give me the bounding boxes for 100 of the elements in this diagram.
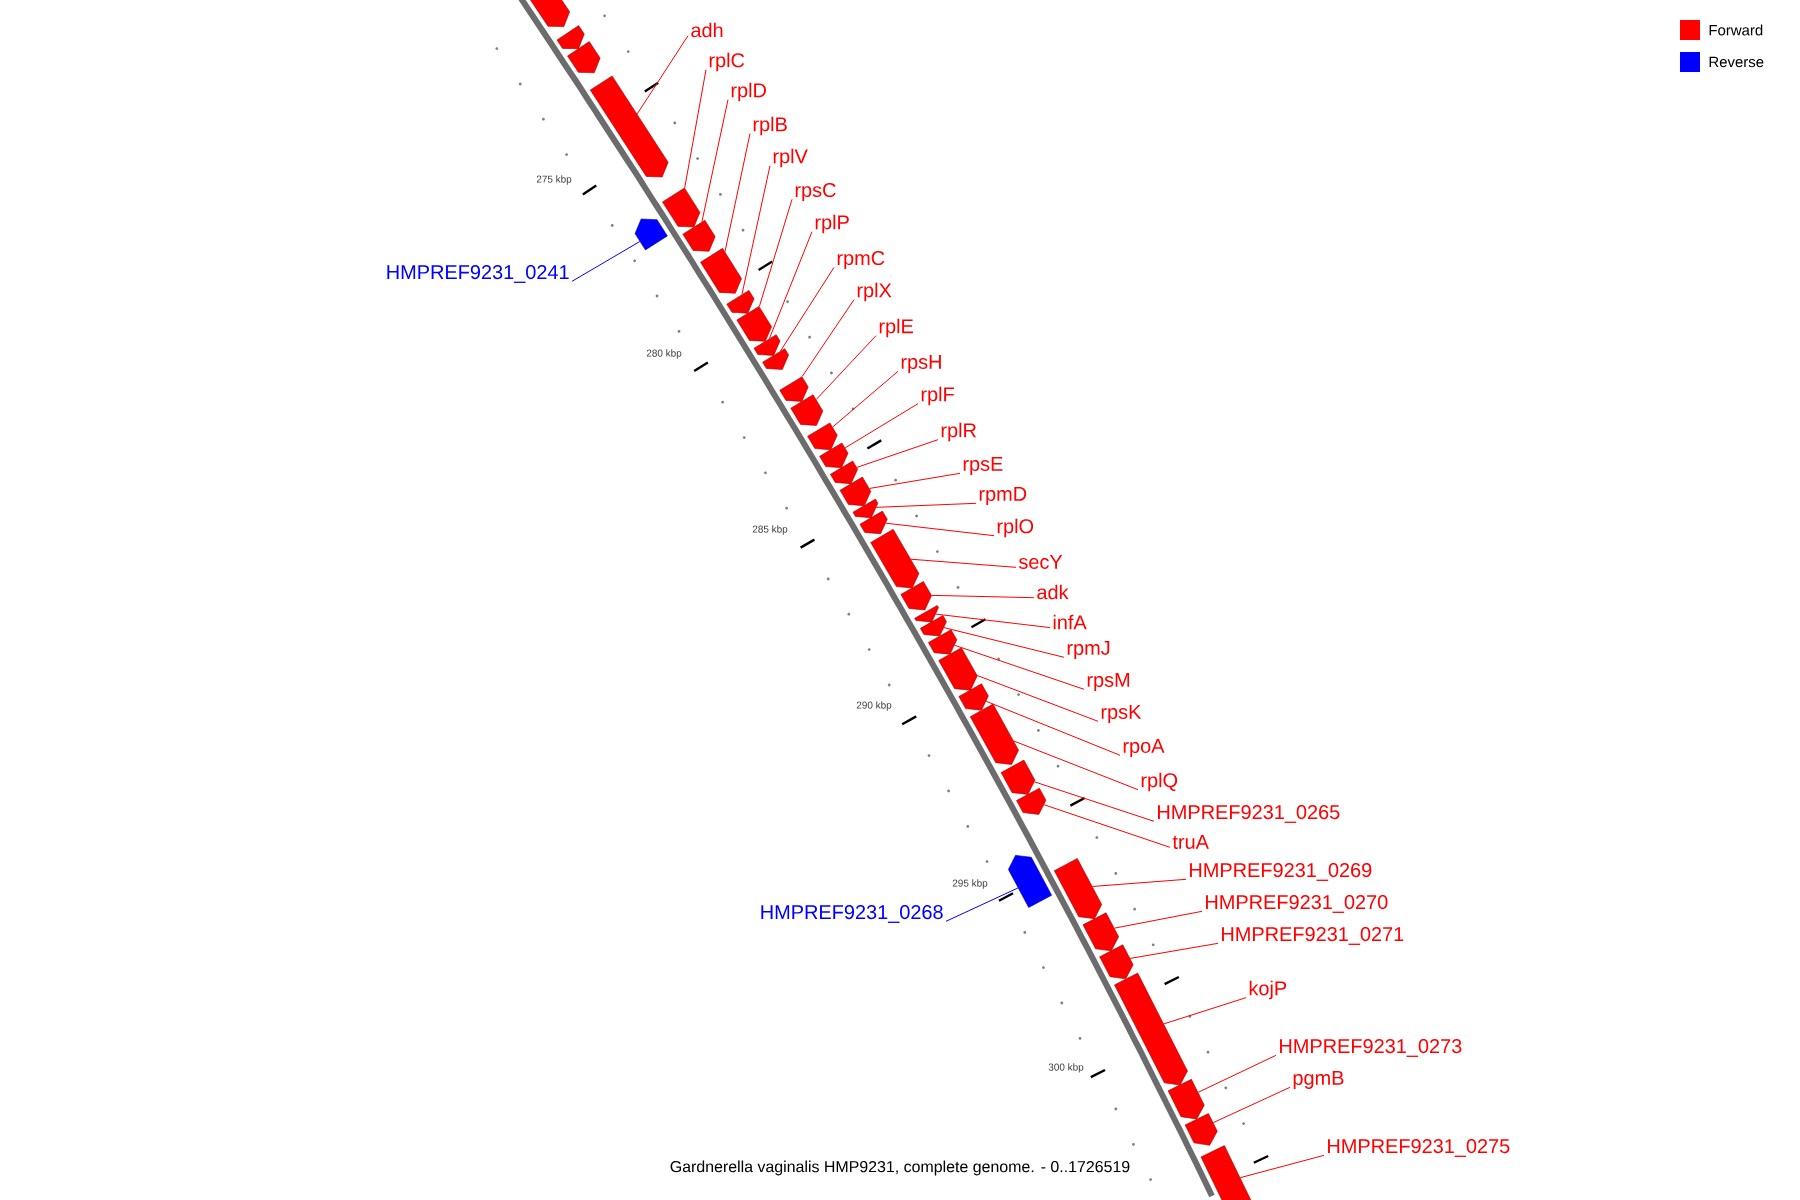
leader-line (844, 403, 919, 449)
gene-block (779, 376, 809, 402)
gene-block (1184, 1113, 1218, 1146)
gene-label: rpoA (1123, 739, 1165, 757)
gene-label: rplX (857, 282, 892, 302)
gene-block (790, 394, 824, 426)
gene-block (1082, 912, 1119, 952)
leader-line (1043, 804, 1171, 848)
leader-line (945, 887, 1019, 922)
gene-label: truA (1172, 835, 1209, 849)
gene-label: rpsK (1101, 705, 1142, 723)
leader-line (832, 370, 899, 428)
gene-block (726, 290, 755, 314)
leader-line (1033, 781, 1155, 822)
leader-line (985, 700, 1121, 756)
gene-label: kojP (1249, 980, 1287, 1000)
leader-line (1239, 1154, 1325, 1179)
gene-block (870, 529, 920, 589)
leader-line (1197, 1054, 1277, 1093)
gene-block (914, 605, 939, 623)
gene-label: HMPREF9231_0265 (1158, 805, 1340, 823)
leader-line (954, 644, 1085, 690)
gene-block (567, 41, 601, 74)
gene-block (1099, 944, 1134, 980)
gene-label: pgmB (1293, 1071, 1344, 1089)
gene-label: rpmJ (1067, 641, 1110, 659)
gene-label: adh (691, 22, 723, 38)
gene-block (700, 248, 742, 294)
gene-label: rplE (879, 318, 913, 338)
leader-line (724, 133, 751, 253)
leader-line (1092, 878, 1187, 887)
leader-line (1163, 997, 1247, 1025)
leader-line (885, 522, 995, 537)
gene-label: rplB (753, 116, 787, 136)
leader-line (931, 594, 1035, 599)
gene-label: rplV (773, 148, 808, 168)
gene-label: rpmD (979, 487, 1027, 505)
gene-label: rplD (731, 82, 766, 102)
gene-label: HMPREF9231_0270 (1206, 895, 1388, 913)
leader-line (875, 502, 977, 508)
gene-label: HMPREF9231_0268 (761, 905, 943, 923)
leader-line (815, 335, 877, 400)
leader-line (943, 627, 1065, 658)
leader-line (1113, 910, 1203, 929)
leader-line (1212, 1086, 1291, 1124)
leader-line (758, 198, 793, 307)
gene-label: rpsM (1087, 673, 1130, 691)
gene-label: HMPREF9231_0271 (1222, 927, 1404, 945)
gene-block (634, 218, 668, 251)
leader-line (1129, 942, 1219, 959)
gene-label: HMPREF9231_0275 (1328, 1139, 1510, 1157)
gene-block (1114, 972, 1188, 1086)
gene-label: rpsE (963, 457, 1003, 475)
gene-label: rplF (921, 386, 954, 406)
leader-line (801, 299, 855, 377)
gene-label: rplP (815, 214, 849, 234)
gene-block (807, 422, 838, 451)
gene-block (819, 442, 849, 468)
gene-label: rplO (997, 518, 1034, 538)
gene-label: rplC (709, 52, 745, 72)
gene-block (753, 334, 781, 356)
gene-label: secY (1018, 555, 1063, 569)
leader-line (856, 439, 939, 468)
gene-label: rplR (941, 422, 976, 442)
gene-label: HMPREF9231_0241 (387, 265, 569, 283)
gene-block (852, 498, 879, 519)
leader-line (1013, 740, 1139, 791)
gene-block (1000, 759, 1036, 795)
gene-block (958, 683, 989, 711)
gene-label: adk (1037, 584, 1069, 600)
leader-line (571, 241, 641, 282)
gene-label: HMPREF9231_0273 (1280, 1039, 1462, 1057)
gene-block (1054, 858, 1102, 919)
gene-block (928, 629, 958, 655)
gene-block (1200, 1145, 1254, 1200)
gene-label: infA (1053, 614, 1087, 630)
gene-block (662, 187, 701, 228)
leader-line (780, 266, 835, 352)
gene-block (1008, 855, 1052, 908)
leader-line (684, 69, 707, 189)
leader-line (910, 558, 1017, 568)
gene-label: rplQ (1141, 772, 1178, 792)
gene-label: rpsH (901, 355, 941, 373)
leader-line (636, 35, 689, 115)
gene-label: rpmC (837, 251, 885, 269)
gene-block (830, 460, 858, 484)
gene-block (556, 25, 585, 50)
gene-block (682, 220, 716, 252)
leader-line (935, 613, 1051, 629)
leader-line (768, 231, 813, 339)
gene-block (762, 348, 789, 370)
gene-block (590, 75, 669, 178)
leader-line (976, 675, 1099, 722)
gene-block (859, 510, 888, 535)
gene-label: HMPREF9231_0269 (1190, 863, 1372, 881)
leader-line (701, 99, 729, 223)
gene-label: rpsC (795, 183, 836, 201)
gene-block (1167, 1078, 1205, 1120)
gene-block (1016, 787, 1047, 815)
gene-block (839, 476, 872, 507)
